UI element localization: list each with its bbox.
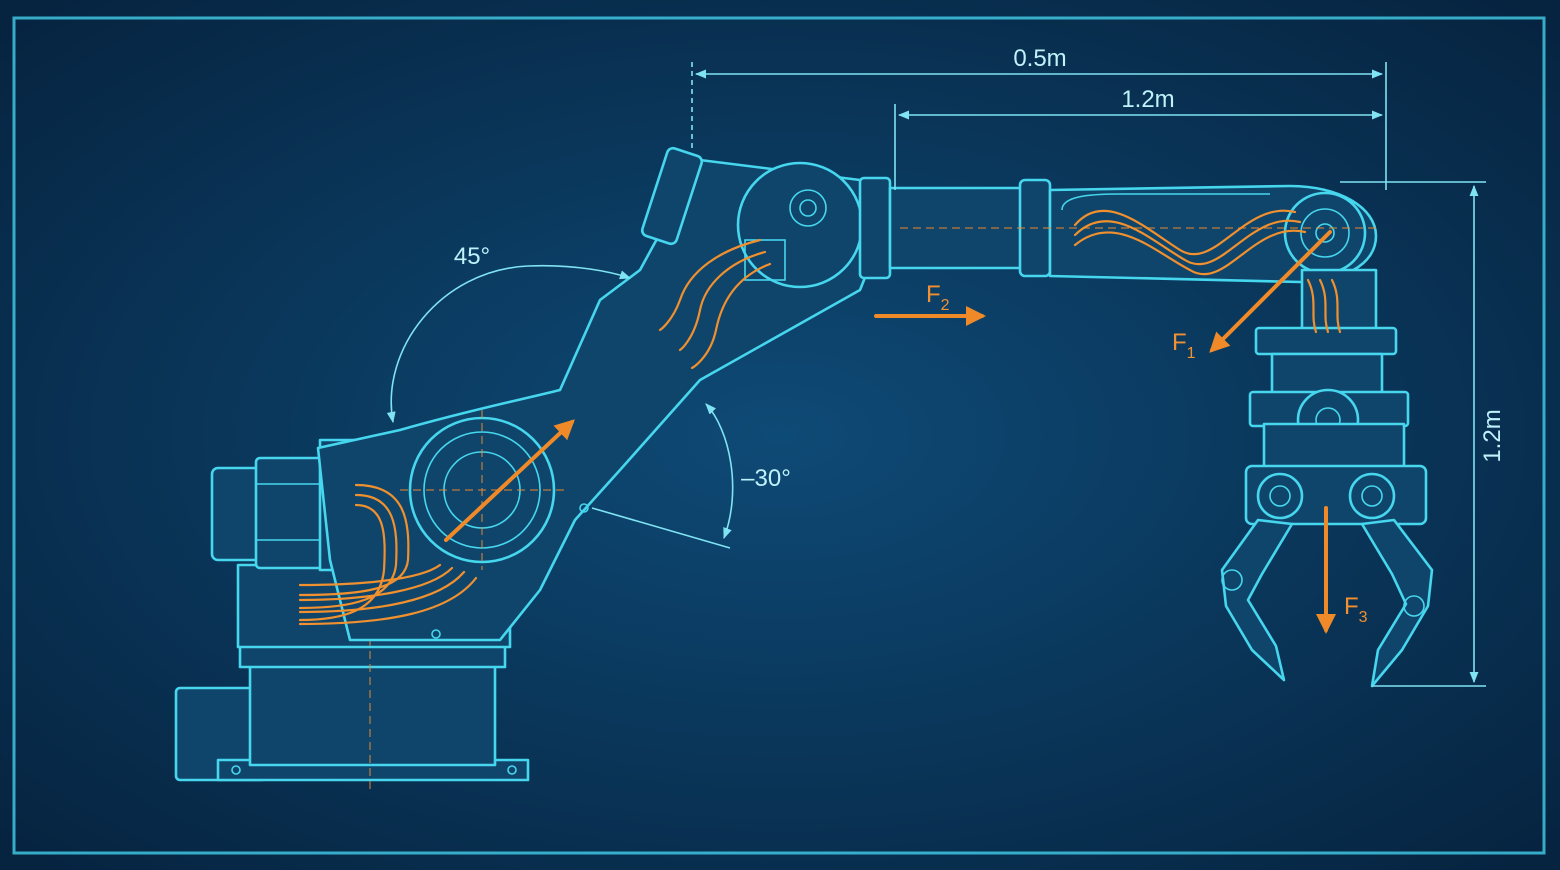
force-arrow-f1 xyxy=(1209,230,1332,353)
force-label-f1: F1 xyxy=(1172,329,1196,362)
dimension-label-vertical: 1.2m xyxy=(1479,409,1506,462)
angle-arcs xyxy=(386,264,734,549)
dimension-label-upper: 0.5m xyxy=(1013,45,1066,72)
wiring xyxy=(298,209,1342,626)
force-vectors xyxy=(444,230,1336,634)
elbow-joint xyxy=(640,146,892,289)
force-label-f2: F2 xyxy=(926,281,950,314)
force-label-f3: F3 xyxy=(1344,593,1368,626)
dimension-label-lower: 1.2m xyxy=(1121,86,1174,113)
border-frame xyxy=(12,16,1546,855)
dimension-lines xyxy=(691,62,1486,687)
force-arrow-shoulder xyxy=(444,419,575,542)
angle-label-shoulder: 45° xyxy=(454,243,490,270)
wrist-gripper xyxy=(1220,268,1434,688)
angle-label-elbow: –30° xyxy=(741,465,791,492)
forearm xyxy=(888,178,1380,284)
